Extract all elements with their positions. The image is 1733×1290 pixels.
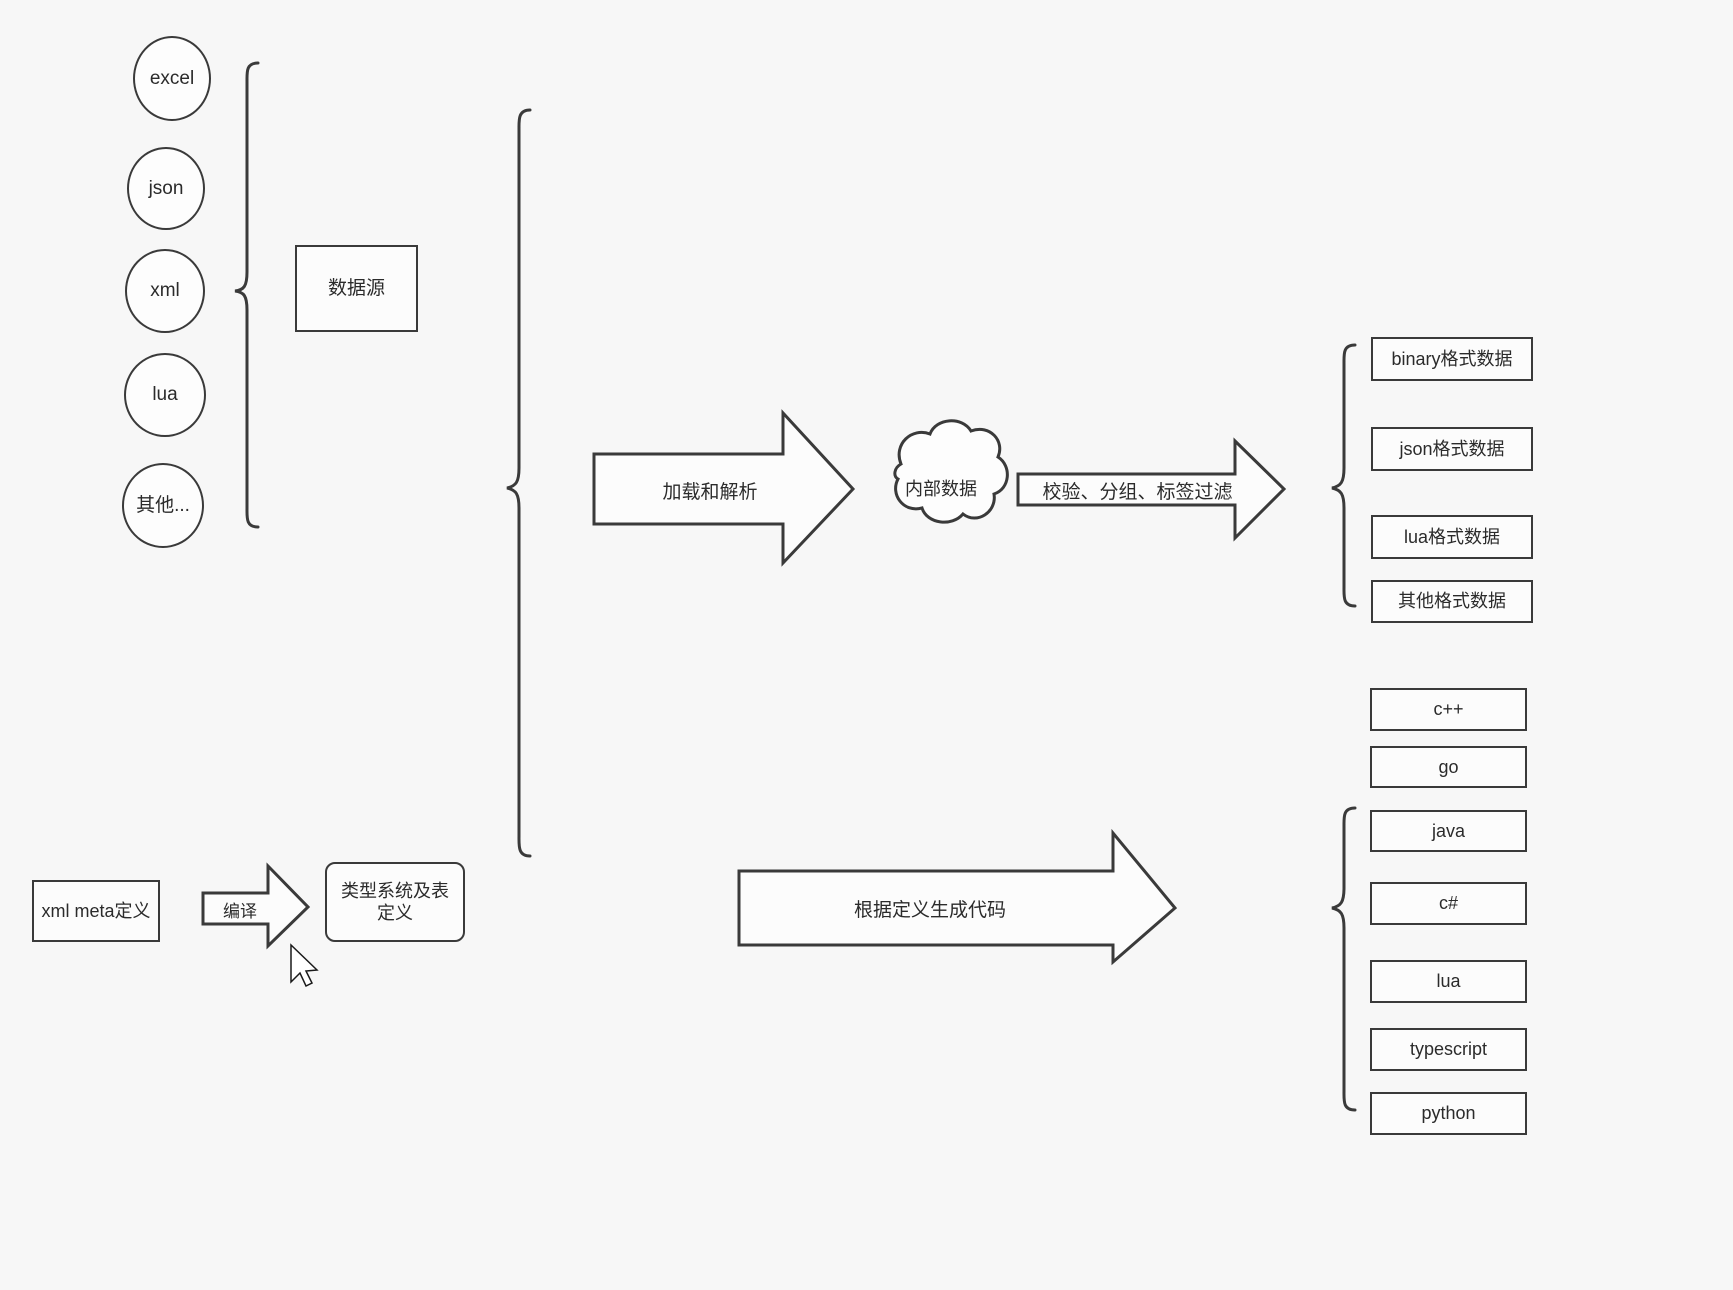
datasource-label: xml xyxy=(150,280,180,302)
output-format-label: 其他格式数据 xyxy=(1398,591,1506,612)
datasource-group-label: 数据源 xyxy=(327,277,385,299)
meta-source-box[interactable]: xml meta定义 xyxy=(32,880,160,942)
output-language-box-java[interactable]: java xyxy=(1370,810,1527,852)
datasource-node-excel[interactable]: excel xyxy=(133,36,211,121)
brace-output-formats xyxy=(1331,343,1357,608)
output-format-box-binary[interactable]: binary格式数据 xyxy=(1371,337,1533,381)
type-system-box[interactable]: 类型系统及表 定义 xyxy=(325,862,465,942)
output-language-label: typescript xyxy=(1409,1039,1488,1060)
output-format-box-lua[interactable]: lua格式数据 xyxy=(1371,515,1533,559)
output-language-label: c++ xyxy=(1433,699,1464,720)
output-format-box-other[interactable]: 其他格式数据 xyxy=(1371,580,1533,623)
datasource-label: excel xyxy=(149,67,195,89)
datasource-label: 其他... xyxy=(136,494,190,516)
mouse-cursor-icon xyxy=(290,943,319,988)
arrow-generate-code xyxy=(737,828,1178,966)
cloud-internal-data xyxy=(893,419,1009,524)
output-language-box-go[interactable]: go xyxy=(1370,746,1527,788)
output-language-box-python[interactable]: python xyxy=(1370,1092,1527,1135)
output-language-box-lua[interactable]: lua xyxy=(1370,960,1527,1003)
arrow-validate-group-filter xyxy=(1016,437,1287,542)
output-format-label: lua格式数据 xyxy=(1403,526,1501,547)
brace-output-languages xyxy=(1331,806,1357,1112)
datasource-label: lua xyxy=(152,384,178,406)
output-language-label: lua xyxy=(1436,971,1461,992)
output-language-box-cpp[interactable]: c++ xyxy=(1370,688,1527,731)
brace-pipeline-input xyxy=(506,108,532,858)
output-language-label: go xyxy=(1438,756,1459,777)
meta-source-label: xml meta定义 xyxy=(41,900,151,921)
datasource-node-xml[interactable]: xml xyxy=(125,249,205,333)
arrow-load-parse xyxy=(592,409,856,567)
output-language-box-csharp[interactable]: c# xyxy=(1370,882,1527,925)
output-language-label: java xyxy=(1431,820,1466,841)
output-language-label: python xyxy=(1421,1103,1476,1124)
datasource-node-json[interactable]: json xyxy=(127,147,205,230)
output-format-label: json格式数据 xyxy=(1399,438,1505,459)
output-language-label: c# xyxy=(1438,893,1458,914)
output-format-label: binary格式数据 xyxy=(1391,348,1513,369)
datasource-group-box[interactable]: 数据源 xyxy=(295,245,418,332)
brace-datasource xyxy=(234,61,260,529)
datasource-node-lua[interactable]: lua xyxy=(124,353,206,437)
arrow-compile xyxy=(201,862,311,950)
output-format-box-json[interactable]: json格式数据 xyxy=(1371,427,1533,471)
datasource-node-other[interactable]: 其他... xyxy=(122,463,204,548)
type-system-label: 类型系统及表 定义 xyxy=(341,880,449,924)
output-language-box-typescript[interactable]: typescript xyxy=(1370,1028,1527,1071)
datasource-label: json xyxy=(148,177,184,199)
